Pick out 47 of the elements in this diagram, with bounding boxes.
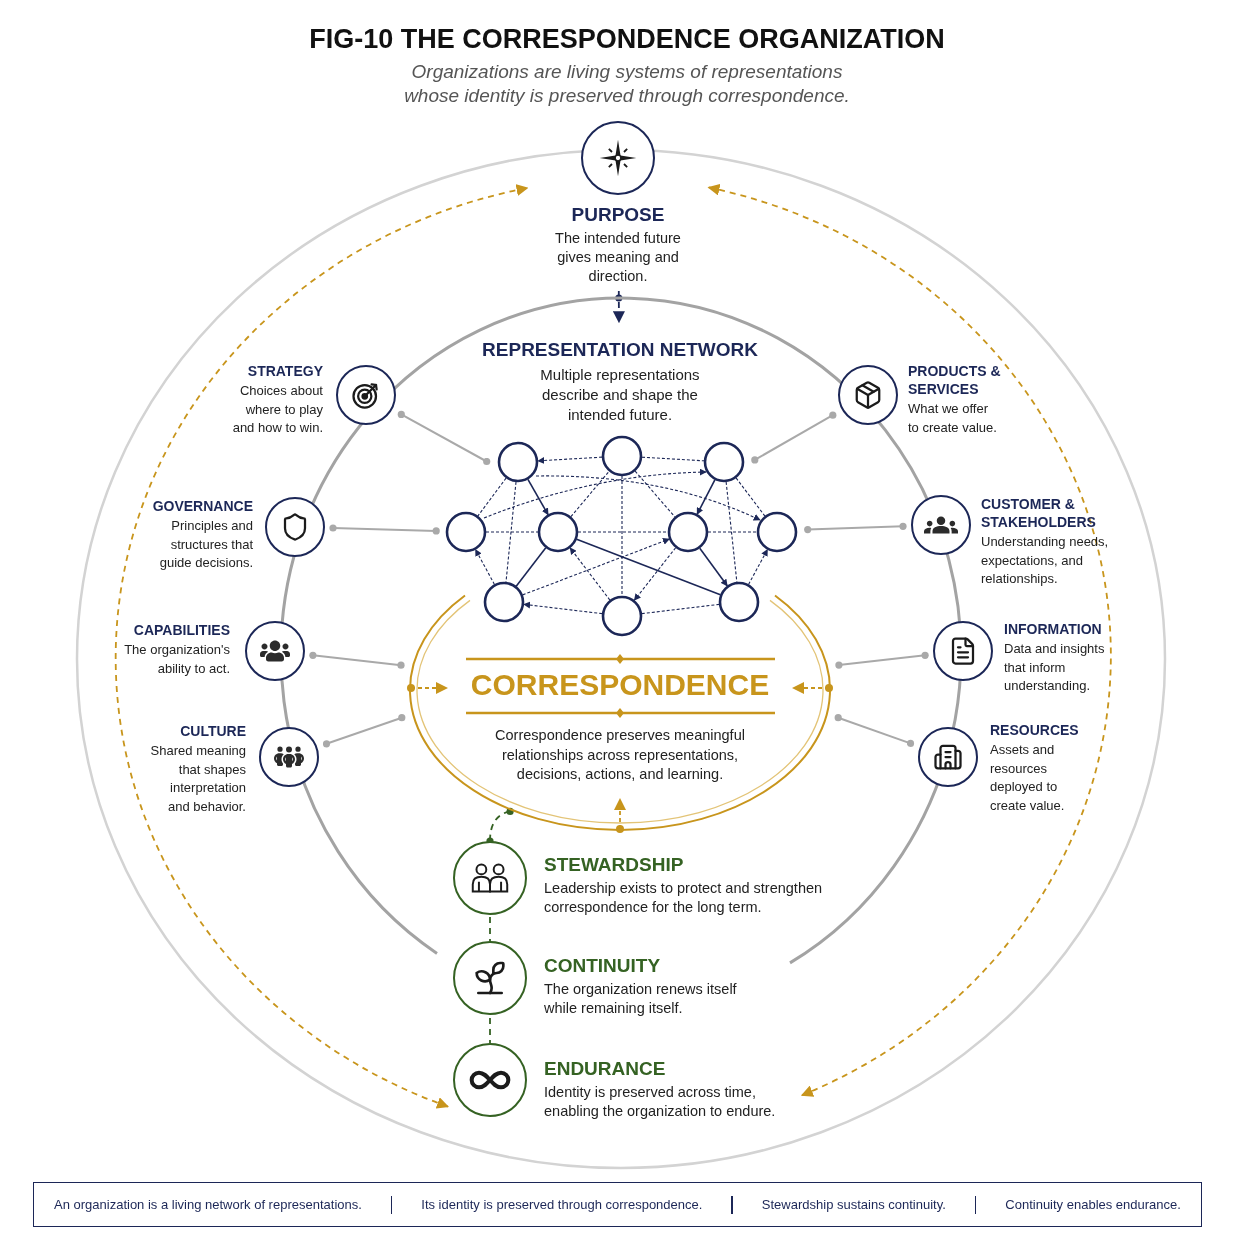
node-description: Understanding needs, expectations, and relationships. (981, 533, 1110, 588)
connector-line (329, 524, 440, 535)
node-heading: CULTURE (180, 722, 246, 740)
node-heading: STEWARDSHIP (544, 853, 684, 877)
summary-statement: Stewardship sustains continuity. (761, 1195, 946, 1214)
node-description: Choices about where to play and how to win. (231, 382, 323, 437)
connector-line (835, 651, 929, 669)
connector-line (489, 916, 491, 942)
node-heading: ENDURANCE (544, 1057, 666, 1081)
node-description: Identity is preserved across time, enabling the organization to endure. (544, 1083, 777, 1121)
node-description: Assets and resources deployed to create value. (990, 741, 1066, 815)
node-heading: PURPOSE (571, 203, 665, 227)
node-description: What we offer to create value. (908, 400, 998, 437)
node-description: Data and insights that inform understanding. (1004, 640, 1106, 695)
node-description: Multiple representations describe and shape the intended future. (539, 365, 701, 425)
figure-subtitle: Organizations are living systems of representations whose identity is preserved through correspondence. (403, 60, 851, 108)
connector-line (804, 522, 907, 534)
node-description: The organization's ability to act. (123, 641, 230, 678)
node-heading: REPRESENTATION NETWORK (482, 338, 758, 362)
summary-panel (33, 1182, 1202, 1227)
node-description: Shared meaning that shapes interpretation and behavior. (149, 742, 246, 816)
node-heading: CAPABILITIES (133, 621, 230, 639)
node-heading: CORRESPONDENCE (470, 667, 770, 703)
summary-statement: Continuity enables endurance. (1005, 1195, 1181, 1214)
node-heading: RESOURCES (990, 721, 1079, 739)
node-description: Correspondence preserves meaningful relationships across representations, decisions, actions, and learning. (494, 726, 746, 784)
node-heading: CONTINUITY (544, 954, 661, 978)
arrow (613, 290, 625, 323)
summary-statement: An organization is a living network of representations. (54, 1195, 362, 1214)
node-heading: GOVERNANCE (152, 497, 253, 515)
node-description: Leadership exists to protect and strengthen correspondence for the long term. (544, 879, 824, 917)
arrow (115, 184, 529, 1108)
node-heading: INFORMATION (1004, 620, 1102, 638)
connector-line (489, 1017, 491, 1044)
figure-title: FIG-10 THE CORRESPONDENCE ORGANIZATION (309, 23, 945, 56)
node-description: Principles and structures that guide decisions. (158, 517, 253, 572)
summary-statement: Its identity is preserved through correspondence. (421, 1195, 703, 1214)
connector-line (397, 410, 491, 466)
node-heading: CUSTOMER & STAKEHOLDERS (981, 495, 1097, 531)
node-description: The intended future gives meaning and direction. (554, 229, 682, 286)
node-description: The organization renews itself while remaining itself. (544, 980, 738, 1018)
connector-line (309, 651, 405, 669)
connector-line (834, 714, 915, 747)
arrow (707, 184, 1112, 1097)
node-heading: STRATEGY (247, 362, 323, 380)
connector-line (322, 714, 406, 748)
node-heading: PRODUCTS & SERVICES (908, 362, 1002, 398)
